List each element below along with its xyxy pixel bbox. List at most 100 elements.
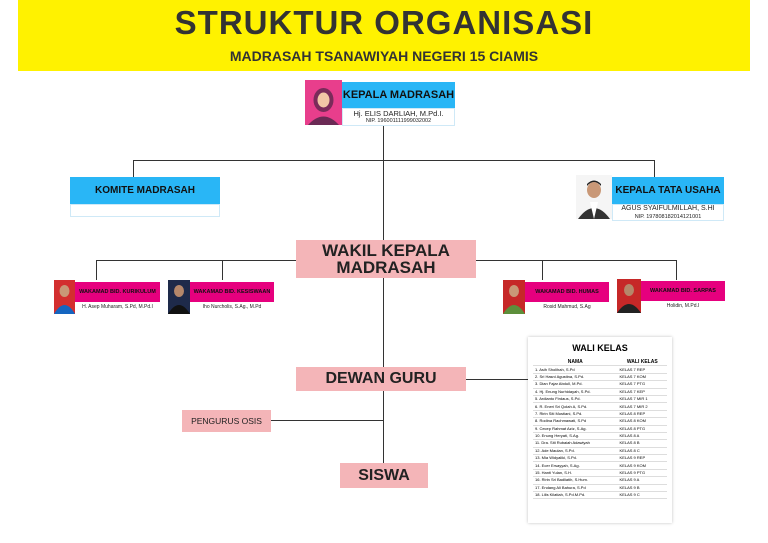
connector-tu-drop (654, 160, 655, 177)
tu-name: AGUS SYAIFULMILLAH, S.HI (621, 205, 715, 212)
pengurus-osis-box: PENGURUS OSIS (182, 410, 271, 432)
tu-photo (576, 175, 612, 219)
person-portrait-icon (305, 80, 342, 125)
wali-kelas-nama-cell: 3. Dian Fajar Abdull, M.Pd. (533, 380, 618, 389)
connector-wakamad-drop-4 (676, 260, 677, 280)
wali-kelas-nama-cell: 18. Lilis Kilatiah, S.Pd.M.Pd. (533, 491, 618, 500)
wakamad-kurikulum-title: WAKAMAD BID. KURIKULUM (75, 282, 160, 302)
table-row: 9. Cecep Rahmat Aziz, S.Ag.KELAS 8 PTG (533, 425, 667, 433)
wali-kelas-header-row: NAMA WALI KELAS (533, 359, 667, 367)
wali-kelas-nama-cell: 14. Ecer Ersayyah, S.Ag. (533, 461, 618, 470)
table-row: 12. Ade Maulan, S.Pd.KELAS 8 C (533, 447, 667, 456)
wali-kelas-kelas-cell: KELAS 8 PTG (617, 425, 667, 433)
table-row: 4. Hj. Enung Nurhidayah, S.Pd.KELAS 7 KE… (533, 388, 667, 396)
wali-kelas-nama-cell: 5. Ardianto Firdaus, S.Pd. (533, 395, 618, 404)
komite-info-box (70, 204, 220, 217)
person-portrait-icon (54, 280, 75, 314)
table-row: 14. Ecer Ersayyah, S.Ag.KELAS 9 KOM (533, 461, 667, 470)
wali-kelas-kelas-cell: KELAS 9 C (617, 491, 667, 500)
header-banner: STRUKTUR ORGANISASI MADRASAH TSANAWIYAH … (18, 0, 750, 71)
wali-kelas-kelas-cell: KELAS 7 KEP (617, 388, 667, 396)
wali-kelas-panel: WALI KELAS NAMA WALI KELAS 1. Asih Sholi… (528, 337, 672, 523)
tu-info-box: AGUS SYAIFULMILLAH, S.HI NIP. 1978081820… (612, 204, 724, 221)
wakamad-humas-photo (503, 280, 525, 314)
wakamad-kesiswaan-name: Iho Nurcholis, S.Ag., M.Pd (202, 304, 262, 310)
komite-title: KOMITE MADRASAH (70, 177, 220, 204)
wali-kelas-kelas-cell: KELAS 7 KOM (617, 373, 667, 382)
wali-kelas-nama-cell: 13. Mia Widyaliki, S.Pd. (533, 454, 618, 463)
wakamad-sarpas-title: WAKAMAD BID. SARPAS (641, 281, 725, 301)
kepala-title: KEPALA MADRASAH (342, 82, 455, 108)
person-portrait-icon (576, 175, 612, 219)
wali-kelas-kelas-cell: KELAS 7 MIR 2 (617, 402, 667, 411)
siswa-box: SISWA (340, 463, 428, 488)
table-row: 7. Ririn Siti Mustiani, S.Pd.KELAS 8 REP (533, 410, 667, 419)
table-row: 3. Dian Fajar Abdull, M.Pd.KELAS 7 PTG (533, 380, 667, 389)
wakil-kepala-line1: WAKIL KEPALA (322, 241, 450, 260)
wali-kelas-nama-cell: 10. Enung Heryati, S.Ag. (533, 432, 618, 441)
wali-kelas-header-nama: NAMA (533, 359, 618, 367)
wali-kelas-kelas-cell: KELAS 9 A (617, 476, 667, 485)
wali-kelas-header-kelas: WALI KELAS (617, 359, 667, 367)
wali-kelas-kelas-cell: KELAS 9 REP (617, 454, 667, 463)
wali-kelas-nama-cell: 9. Cecep Rahmat Aziz, S.Ag. (533, 425, 618, 433)
wali-kelas-kelas-cell: KELAS 8 REP (617, 410, 667, 419)
wali-kelas-nama-cell: 15. Hanti Yulan, S.H. (533, 469, 618, 478)
wali-kelas-title: WALI KELAS (572, 343, 628, 353)
wakamad-humas-name: Rosid Mahmud, S.Ag (543, 304, 591, 310)
table-row: 16. Ririn Sri Badliatih, S.Hum.KELAS 9 A (533, 476, 667, 485)
wakamad-kurikulum-name: H. Asep Muharam, S.Pd, M.Pd.I (82, 304, 153, 310)
wali-kelas-nama-cell: 11. Dra. Siti Rubaiah Adawiyah (533, 439, 618, 448)
dewan-guru-box: DEWAN GURU (296, 367, 466, 391)
wali-kelas-nama-cell: 12. Ade Maulan, S.Pd. (533, 447, 618, 456)
wali-kelas-kelas-cell: KELAS 9 B (617, 484, 667, 493)
table-row: 6. R. Eneri Sri Qolah A, S.Pd.KELAS 7 MI… (533, 402, 667, 411)
table-row: 2. Sri Hasni Agustina, S.Pd.KELAS 7 KOM (533, 373, 667, 382)
wali-kelas-nama-cell: 4. Hj. Enung Nurhidayah, S.Pd. (533, 388, 618, 396)
connector-wakamad-drop-2 (222, 260, 223, 280)
wali-kelas-kelas-cell: KELAS 8 KOM (617, 417, 667, 426)
wali-kelas-kelas-cell: KELAS 9 PTG (617, 469, 667, 478)
connector-wakamad-drop-1 (96, 260, 97, 280)
tu-title: KEPALA TATA USAHA (612, 177, 724, 204)
wali-kelas-kelas-cell: KELAS 8 C (617, 447, 667, 456)
wali-kelas-nama-cell: 16. Ririn Sri Badliatih, S.Hum. (533, 476, 618, 485)
kepala-nip: NIP. 196001111999032002 (365, 118, 432, 124)
wali-kelas-nama-cell: 8. Rodina Rachmawati, S.Pd (533, 417, 618, 426)
wakamad-kesiswaan-title: WAKAMAD BID. KESISWAAN (190, 282, 274, 302)
page-subtitle: MADRASAH TSANAWIYAH NEGERI 15 CIAMIS (229, 48, 539, 64)
page-title: STRUKTUR ORGANISASI (174, 4, 594, 41)
connector-main-vertical (383, 120, 384, 472)
table-row: 15. Hanti Yulan, S.H.KELAS 9 PTG (533, 469, 667, 478)
wakamad-sarpas-name: Holidin, M.Pd.I (666, 303, 700, 309)
kepala-photo (305, 80, 342, 125)
kepala-name: Hj. ELIS DARLIAH, M.Pd.I. (353, 109, 444, 118)
wakamad-humas-title: WAKAMAD BID. HUMAS (525, 282, 609, 302)
wali-kelas-nama-cell: 17. Endang Ali Bahura, S.Pd (533, 484, 618, 493)
person-portrait-icon (503, 280, 525, 314)
wali-kelas-kelas-cell: KELAS 7 REP (617, 365, 667, 374)
wakamad-sarpas-photo (617, 279, 641, 313)
connector-komite-drop (133, 160, 134, 177)
wali-kelas-kelas-cell: KELAS 7 PTG (617, 380, 667, 389)
table-row: 5. Ardianto Firdaus, S.Pd.KELAS 7 MIR 1 (533, 395, 667, 404)
wali-kelas-nama-cell: 1. Asih Sholihah, S.Pd (533, 365, 618, 374)
table-row: 13. Mia Widyaliki, S.Pd.KELAS 9 REP (533, 454, 667, 463)
wali-kelas-kelas-cell: KELAS 9 KOM (617, 461, 667, 470)
wakamad-kurikulum-photo (54, 280, 75, 314)
connector-osis (271, 420, 383, 421)
wali-kelas-kelas-cell: KELAS 7 MIR 1 (617, 395, 667, 404)
wakil-kepala-box: WAKIL KEPALA MADRASAH (296, 240, 476, 278)
wali-kelas-nama-cell: 7. Ririn Siti Mustiani, S.Pd. (533, 410, 618, 419)
wali-kelas-nama-cell: 2. Sri Hasni Agustina, S.Pd. (533, 373, 618, 382)
wali-kelas-kelas-cell: KELAS 8 B (617, 439, 667, 448)
kepala-info-box: Hj. ELIS DARLIAH, M.Pd.I. NIP. 196001111… (342, 108, 455, 126)
wali-kelas-kelas-cell: KELAS 8 A (617, 432, 667, 441)
connector-wali-kelas (466, 379, 528, 380)
connector-wakamad-drop-3 (542, 260, 543, 280)
wali-kelas-nama-cell: 6. R. Eneri Sri Qolah A, S.Pd. (533, 402, 618, 411)
